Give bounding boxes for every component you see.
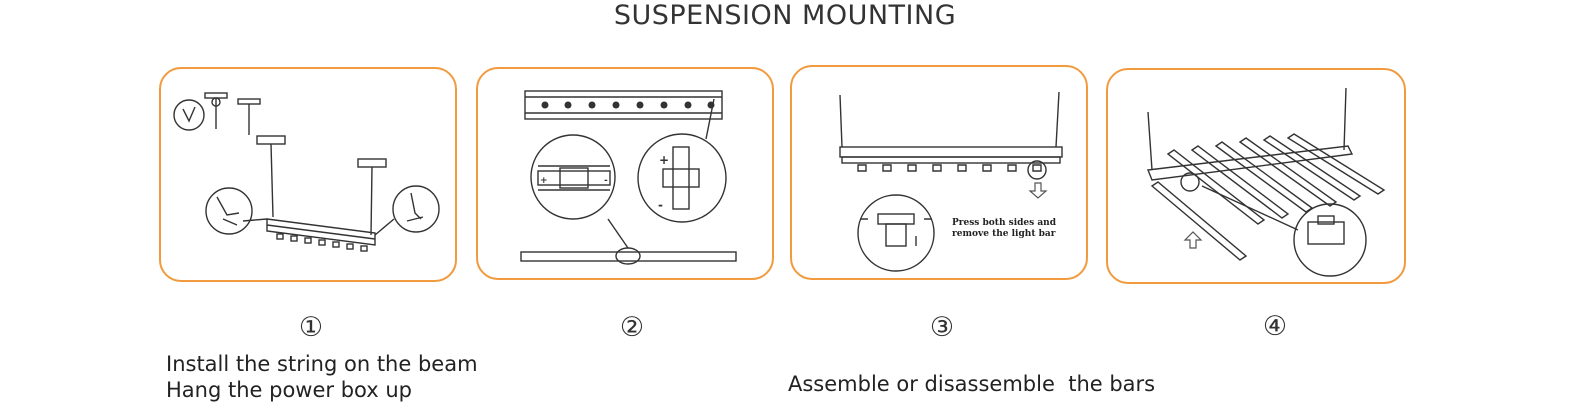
step-4-number: ④	[1262, 311, 1288, 342]
step-1-number: ①	[298, 312, 324, 343]
plus-icon: +	[659, 153, 669, 167]
step-2-illustration: + - + -	[520, 90, 737, 265]
step-3-number: ③	[929, 312, 955, 343]
step-1-illustration	[173, 92, 440, 252]
arrow-up-icon	[1183, 231, 1203, 249]
step-2-number: ②	[619, 312, 645, 343]
step-1-caption-line-2: Hang the power box up	[166, 378, 412, 402]
step-1-caption-line-1: Install the string on the beam	[166, 352, 478, 376]
svg-text:+: +	[540, 176, 548, 186]
arrow-down-icon	[1028, 182, 1048, 199]
step-1-panel	[159, 67, 457, 282]
minus-icon: -	[658, 198, 663, 212]
page-title: SUSPENSION MOUNTING	[613, 0, 957, 31]
step-4-panel	[1106, 68, 1406, 284]
step-2-panel: + - + -	[476, 67, 774, 280]
step-3-caption: Assemble or disassemble the bars	[788, 372, 1156, 396]
svg-text:-: -	[604, 176, 608, 186]
step-4-illustration	[1147, 87, 1386, 277]
